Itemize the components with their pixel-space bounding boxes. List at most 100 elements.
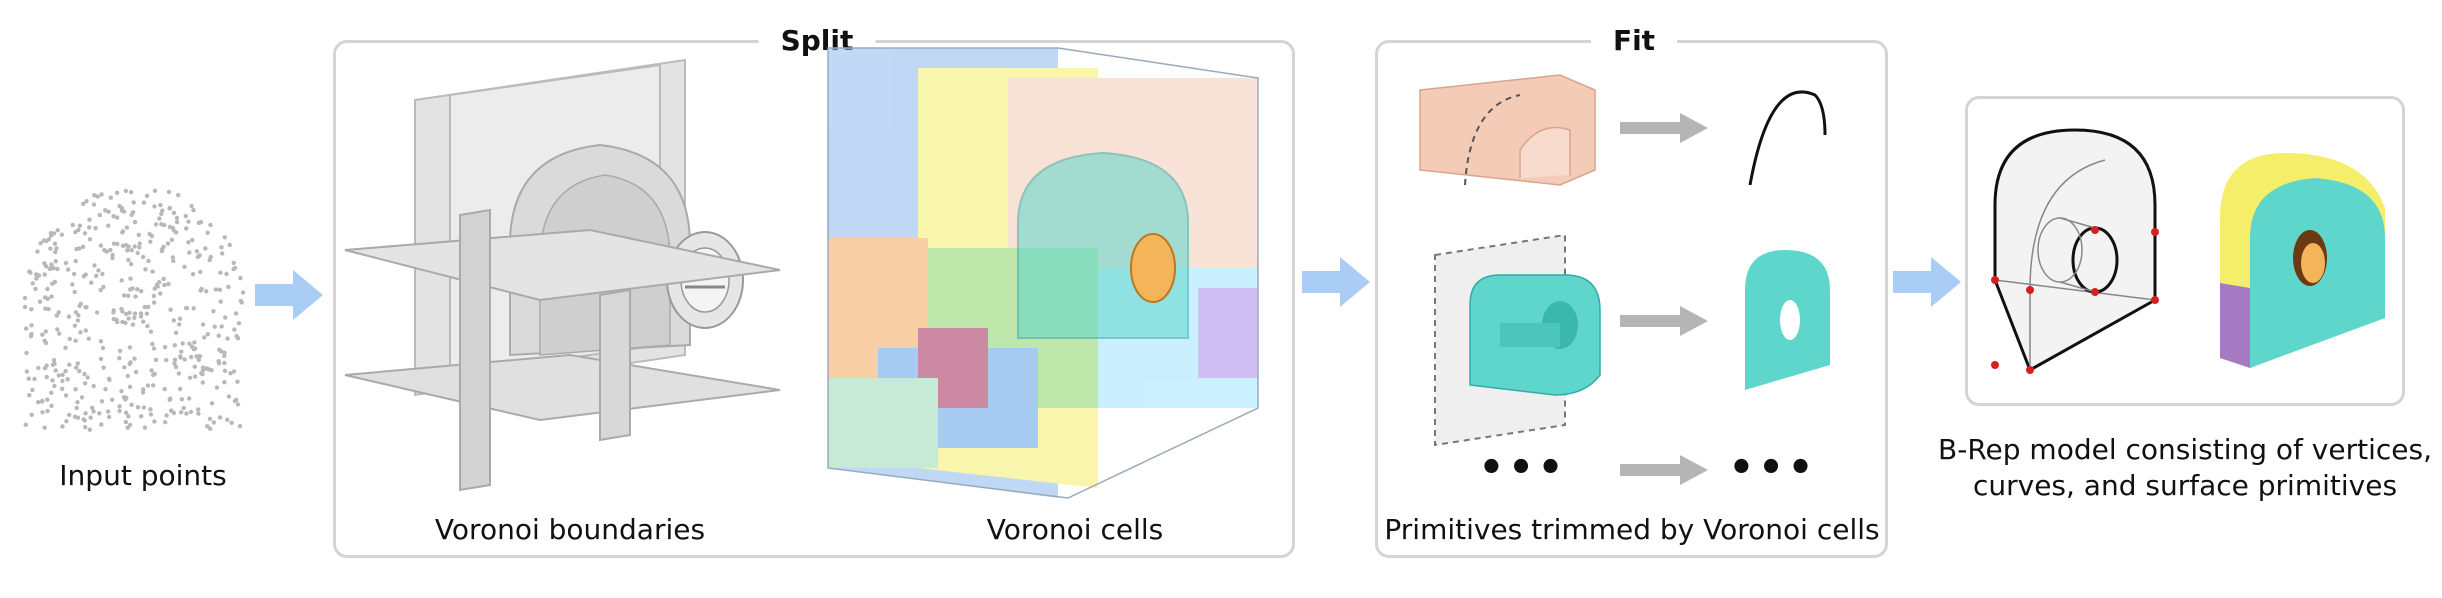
point bbox=[194, 354, 199, 359]
point bbox=[22, 295, 28, 301]
point bbox=[128, 276, 133, 281]
point bbox=[183, 213, 188, 219]
point bbox=[85, 375, 90, 380]
point bbox=[98, 356, 104, 362]
point bbox=[97, 212, 103, 218]
point bbox=[101, 365, 106, 370]
point bbox=[132, 315, 137, 320]
point bbox=[82, 418, 87, 423]
point bbox=[111, 316, 117, 322]
brep-colored bbox=[2220, 153, 2385, 368]
point bbox=[67, 336, 72, 342]
point bbox=[171, 258, 176, 264]
point bbox=[169, 237, 175, 242]
point bbox=[225, 417, 230, 422]
point bbox=[94, 273, 99, 278]
point bbox=[129, 261, 134, 267]
point bbox=[111, 241, 117, 246]
point bbox=[124, 225, 129, 230]
point bbox=[179, 410, 184, 415]
point bbox=[226, 394, 232, 399]
point bbox=[64, 419, 69, 424]
point bbox=[36, 365, 41, 371]
point bbox=[146, 304, 151, 310]
point bbox=[127, 384, 133, 389]
point bbox=[46, 237, 52, 242]
point bbox=[176, 192, 181, 198]
point bbox=[163, 420, 168, 425]
point bbox=[26, 376, 31, 381]
flow-arrow-1 bbox=[255, 270, 323, 320]
point bbox=[103, 387, 108, 392]
point bbox=[171, 318, 176, 323]
point bbox=[184, 305, 190, 311]
point bbox=[178, 354, 183, 359]
point bbox=[27, 393, 32, 398]
point bbox=[222, 360, 227, 366]
point bbox=[158, 202, 163, 208]
gray-arrow-3 bbox=[1620, 455, 1708, 485]
point bbox=[129, 212, 134, 218]
point bbox=[119, 208, 125, 213]
point bbox=[143, 267, 148, 272]
point bbox=[174, 219, 180, 225]
point bbox=[73, 387, 78, 392]
point bbox=[138, 311, 144, 316]
point bbox=[110, 252, 115, 258]
point bbox=[130, 322, 136, 327]
point bbox=[105, 409, 111, 414]
point bbox=[172, 343, 177, 348]
point bbox=[145, 383, 151, 388]
point bbox=[119, 389, 124, 394]
point bbox=[238, 275, 243, 281]
point bbox=[27, 269, 32, 274]
point bbox=[82, 371, 87, 377]
point bbox=[198, 220, 204, 225]
point bbox=[228, 371, 233, 376]
point bbox=[99, 192, 104, 197]
point bbox=[133, 369, 139, 375]
point bbox=[136, 232, 141, 238]
point bbox=[152, 300, 157, 305]
point bbox=[83, 411, 88, 416]
point bbox=[33, 286, 38, 292]
point bbox=[129, 402, 134, 407]
point bbox=[49, 403, 54, 408]
point bbox=[197, 253, 202, 258]
point bbox=[172, 361, 177, 366]
point bbox=[97, 411, 102, 416]
point bbox=[110, 255, 115, 261]
point bbox=[80, 244, 86, 249]
point bbox=[128, 360, 133, 365]
caption-primitives-trimmed: Primitives trimmed by Voronoi cells bbox=[1384, 513, 1880, 546]
point bbox=[38, 241, 43, 246]
point bbox=[70, 282, 75, 287]
point bbox=[115, 215, 120, 220]
point bbox=[139, 289, 144, 294]
point bbox=[151, 293, 157, 299]
point bbox=[200, 322, 206, 327]
point bbox=[203, 246, 208, 251]
point bbox=[127, 310, 132, 315]
point bbox=[222, 235, 227, 240]
point bbox=[60, 372, 65, 377]
point bbox=[70, 222, 75, 228]
point bbox=[90, 405, 95, 410]
point bbox=[207, 416, 213, 422]
point bbox=[194, 249, 200, 254]
point bbox=[167, 205, 173, 211]
point bbox=[164, 413, 169, 418]
point bbox=[150, 269, 155, 274]
flow-arrow-3 bbox=[1893, 257, 1961, 307]
fit-peach-block bbox=[1419, 74, 1596, 186]
point bbox=[124, 395, 129, 400]
point bbox=[36, 399, 41, 405]
point bbox=[55, 327, 60, 332]
point bbox=[187, 341, 192, 346]
point bbox=[88, 415, 93, 420]
point bbox=[142, 304, 147, 310]
point bbox=[205, 332, 210, 337]
point bbox=[235, 379, 240, 384]
point bbox=[162, 386, 167, 392]
point bbox=[32, 376, 37, 382]
